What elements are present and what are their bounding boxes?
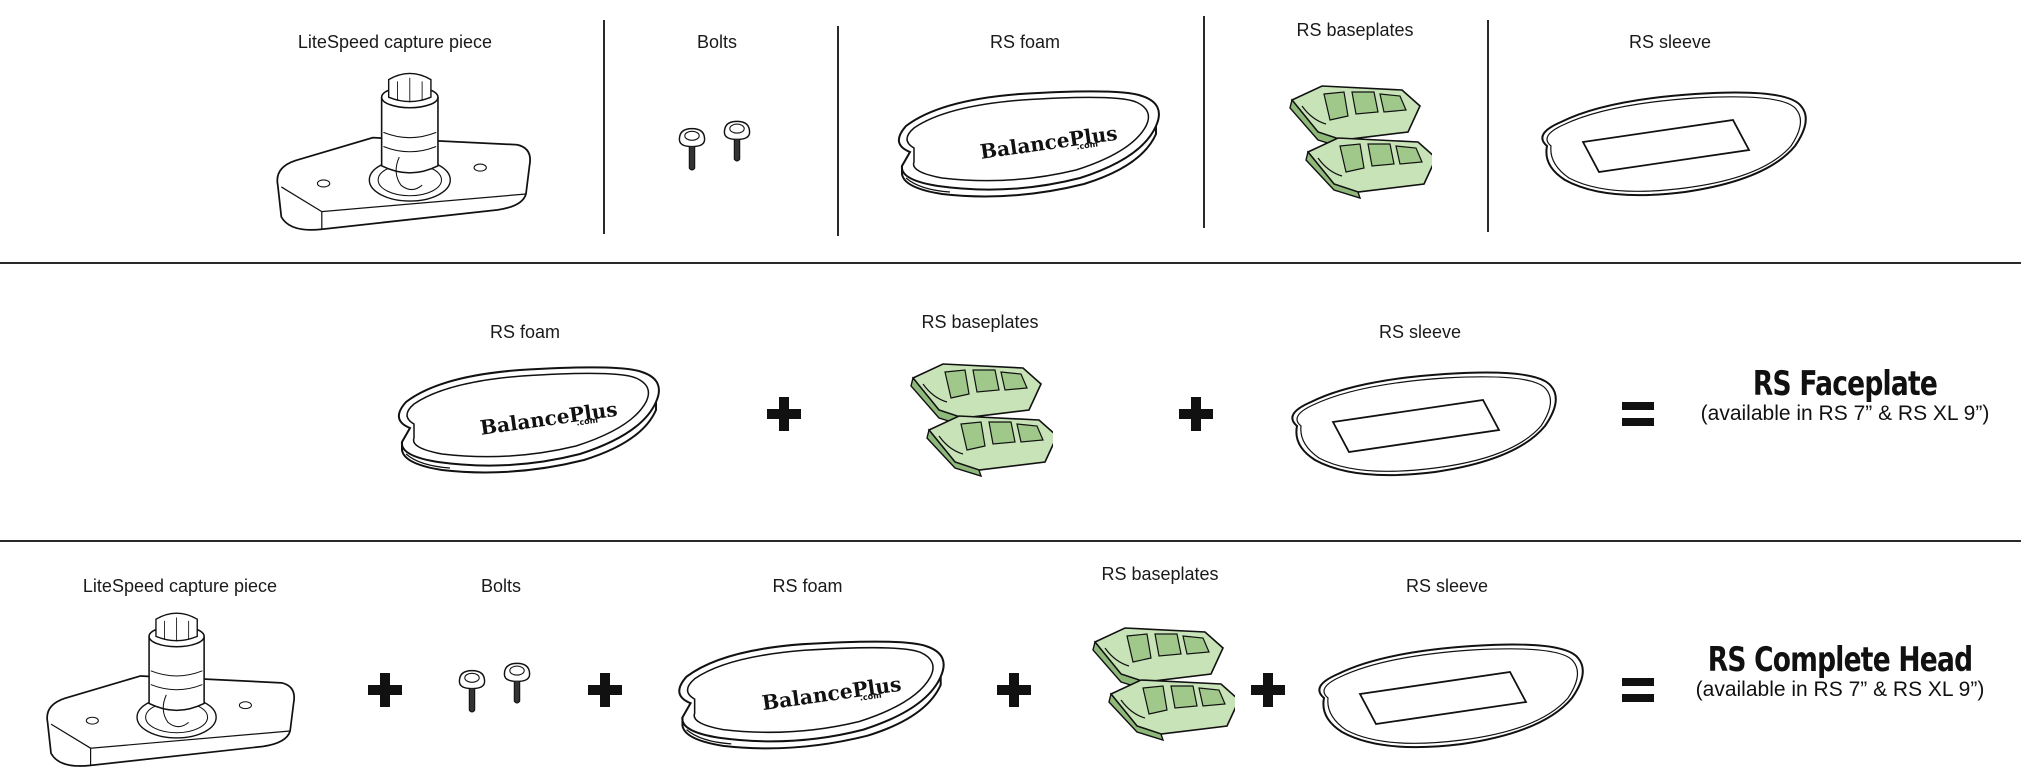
baseplates-item: RS baseplates: [1270, 0, 1440, 240]
sleeve-image: [1302, 636, 1592, 756]
equals-icon: [1618, 394, 1658, 434]
bolts-image: [454, 658, 544, 730]
foam-image: [660, 632, 955, 754]
capture-piece-item: LiteSpeed capture piece: [30, 542, 330, 777]
foam-image: [380, 358, 670, 478]
complete-head-equation-row: LiteSpeed capture piece Bolts RS foam RS…: [0, 542, 2021, 777]
baseplates-label: RS baseplates: [1101, 564, 1219, 584]
parts-overview-row: LiteSpeed capture piece Bolts RS foam RS…: [0, 0, 2021, 262]
foam-image: [880, 82, 1170, 202]
baseplates-label: RS baseplates: [1296, 20, 1414, 40]
equals-icon: [1618, 670, 1658, 710]
capture-piece-image: [256, 62, 546, 238]
sleeve-image: [1525, 84, 1815, 204]
faceplate-equation-row: RS foam RS baseplates RS sleeve RS Facep…: [0, 264, 2021, 540]
baseplates-image: [903, 358, 1053, 478]
sleeve-label: RS sleeve: [1405, 576, 1489, 596]
plus-icon: [994, 670, 1034, 710]
capture-piece-label: LiteSpeed capture piece: [82, 576, 278, 596]
result-title: RS Faceplate: [1752, 364, 1938, 404]
result-subtitle: (available in RS 7” & RS XL 9”): [1700, 402, 1990, 425]
bolts-label: Bolts: [696, 32, 738, 52]
foam-label: RS foam: [989, 32, 1061, 52]
sleeve-label: RS sleeve: [1378, 322, 1462, 342]
bolts-item: Bolts: [652, 0, 782, 240]
divider: [603, 20, 605, 234]
capture-piece-image: [18, 602, 318, 774]
baseplates-image: [1085, 622, 1235, 742]
foam-item: RS foam: [380, 264, 670, 524]
sleeve-label: RS sleeve: [1628, 32, 1712, 52]
baseplates-label: RS baseplates: [921, 312, 1039, 332]
sleeve-item: RS sleeve: [1275, 264, 1565, 524]
complete-head-result: RS Complete Head (available in RS 7” & R…: [1670, 640, 2010, 702]
baseplates-image: [1282, 80, 1432, 200]
capture-piece-label: LiteSpeed capture piece: [297, 32, 493, 52]
faceplate-result: RS Faceplate (available in RS 7” & RS XL…: [1680, 364, 2010, 426]
foam-item: RS foam: [880, 0, 1170, 240]
row-separator: [0, 540, 2021, 542]
divider: [1487, 20, 1489, 232]
baseplates-item: RS baseplates: [895, 264, 1065, 524]
foam-item: RS foam: [660, 542, 955, 777]
plus-icon: [365, 670, 405, 710]
plus-icon: [764, 394, 804, 434]
capture-piece-item: LiteSpeed capture piece: [250, 0, 540, 240]
plus-icon: [1248, 670, 1288, 710]
bolts-item: Bolts: [436, 542, 566, 777]
divider: [1203, 16, 1205, 228]
baseplates-item: RS baseplates: [1075, 542, 1245, 777]
sleeve-item: RS sleeve: [1302, 542, 1592, 777]
row-separator: [0, 262, 2021, 264]
sleeve-image: [1275, 364, 1565, 484]
foam-label: RS foam: [772, 576, 843, 596]
plus-icon: [585, 670, 625, 710]
result-subtitle: (available in RS 7” & RS XL 9”): [1695, 678, 1985, 701]
foam-label: RS foam: [489, 322, 561, 342]
divider: [837, 26, 839, 236]
bolts-label: Bolts: [480, 576, 522, 596]
bolts-image: [674, 116, 764, 188]
sleeve-item: RS sleeve: [1525, 0, 1815, 240]
result-title: RS Complete Head: [1707, 640, 1973, 680]
plus-icon: [1176, 394, 1216, 434]
